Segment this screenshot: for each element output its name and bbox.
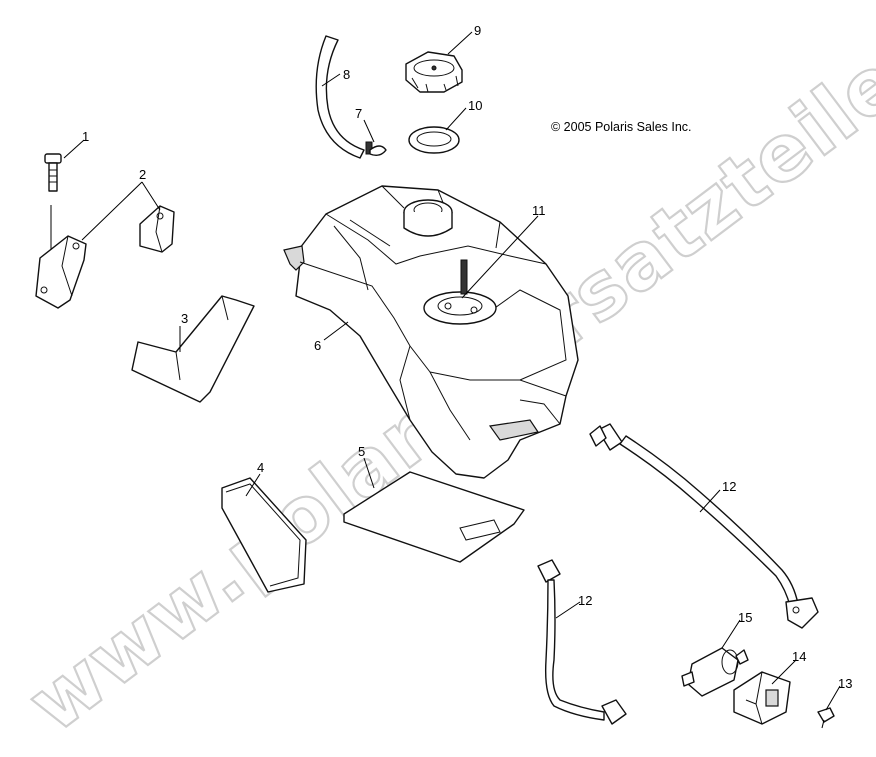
fuel-cap-part-9 xyxy=(405,51,463,93)
callout-3: 3 xyxy=(181,311,188,326)
callout-5: 5 xyxy=(358,444,365,459)
callout-14: 14 xyxy=(792,649,806,664)
callout-4: 4 xyxy=(257,460,264,475)
callout-15: 15 xyxy=(738,610,752,625)
callout-10: 10 xyxy=(468,98,482,113)
fuel-filter-part-15 xyxy=(681,647,749,697)
pad-part-3 xyxy=(131,295,255,403)
callout-11: 11 xyxy=(532,203,546,218)
fuel-line-part-12-long xyxy=(589,423,819,629)
callout-8: 8 xyxy=(343,67,350,82)
callout-9: 9 xyxy=(474,23,481,38)
copyright-notice: © 2005 Polaris Sales Inc. xyxy=(551,120,692,134)
bolt-part-1 xyxy=(44,153,62,250)
callout-6: 6 xyxy=(314,338,321,353)
callout-12-long: 12 xyxy=(722,479,736,494)
clamp-part-7 xyxy=(365,141,387,157)
leader-lines xyxy=(63,31,841,711)
sheet-part-4 xyxy=(221,477,307,593)
callout-13: 13 xyxy=(838,676,852,691)
vent-hose-part-8 xyxy=(315,35,365,159)
callout-labels: 1 2 3 4 5 6 7 8 9 10 11 12 12 13 14 15 xyxy=(82,23,852,691)
screw-part-13 xyxy=(817,707,835,729)
callout-1: 1 xyxy=(82,129,89,144)
mat-part-5 xyxy=(343,471,525,563)
callout-2: 2 xyxy=(139,167,146,182)
gasket-ring-part-10 xyxy=(408,126,460,154)
bracket-part-2 xyxy=(35,205,175,309)
callout-7: 7 xyxy=(355,106,362,121)
fuel-tank-part-6 xyxy=(283,185,579,479)
fuel-line-part-12-short xyxy=(537,559,627,725)
filter-bracket-part-14 xyxy=(733,671,791,725)
callout-12-short: 12 xyxy=(578,593,592,608)
